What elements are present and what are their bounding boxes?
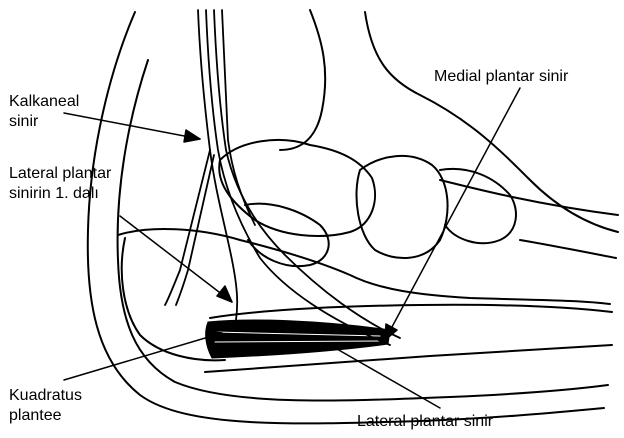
lateral-first-branch-line1: Lateral plantar bbox=[9, 164, 111, 184]
kuadratus-line1: Kuadratus bbox=[9, 386, 82, 406]
talus-bone bbox=[219, 140, 375, 236]
navicular-bone bbox=[356, 156, 447, 258]
kuadratus-leader bbox=[64, 333, 222, 380]
kalkaneal-arrowhead bbox=[184, 130, 200, 142]
metatarsal-line bbox=[520, 240, 616, 258]
quadratus-muscle bbox=[206, 320, 390, 358]
plantar-fascia-upper bbox=[210, 305, 612, 318]
medial-plantar-leader bbox=[385, 88, 520, 340]
lateral-plantar-text: Lateral plantar sinir bbox=[357, 413, 493, 430]
leg-front-contour bbox=[365, 12, 618, 232]
leader-lines bbox=[64, 88, 520, 408]
medial-plantar-label: Medial plantar sinir bbox=[434, 67, 568, 87]
medial-plantar-text: Medial plantar sinir bbox=[434, 68, 568, 85]
kalkaneal-label: Kalkaneal sinir bbox=[9, 92, 79, 132]
lateral-first-branch-arrowhead bbox=[217, 286, 232, 302]
lateral-plantar-label: Lateral plantar sinir bbox=[357, 412, 493, 432]
medial-plantar-arrowhead bbox=[385, 324, 397, 340]
ankle-contour bbox=[280, 10, 325, 150]
kalkaneal-label-line2: sinir bbox=[9, 112, 79, 132]
tendon-line bbox=[440, 180, 618, 215]
lateral-first-branch-label: Lateral plantar sinirin 1. dalı bbox=[9, 164, 111, 204]
nerve-bundle bbox=[165, 10, 400, 345]
cuneiform-bone bbox=[440, 169, 516, 243]
kuadratus-line2: plantee bbox=[9, 406, 82, 426]
kalkaneal-label-line1: Kalkaneal bbox=[9, 92, 79, 112]
kuadratus-label: Kuadratus plantee bbox=[9, 386, 82, 426]
calcaneus-bone bbox=[118, 229, 610, 304]
lateral-first-branch-line2: sinirin 1. dalı bbox=[9, 184, 111, 204]
